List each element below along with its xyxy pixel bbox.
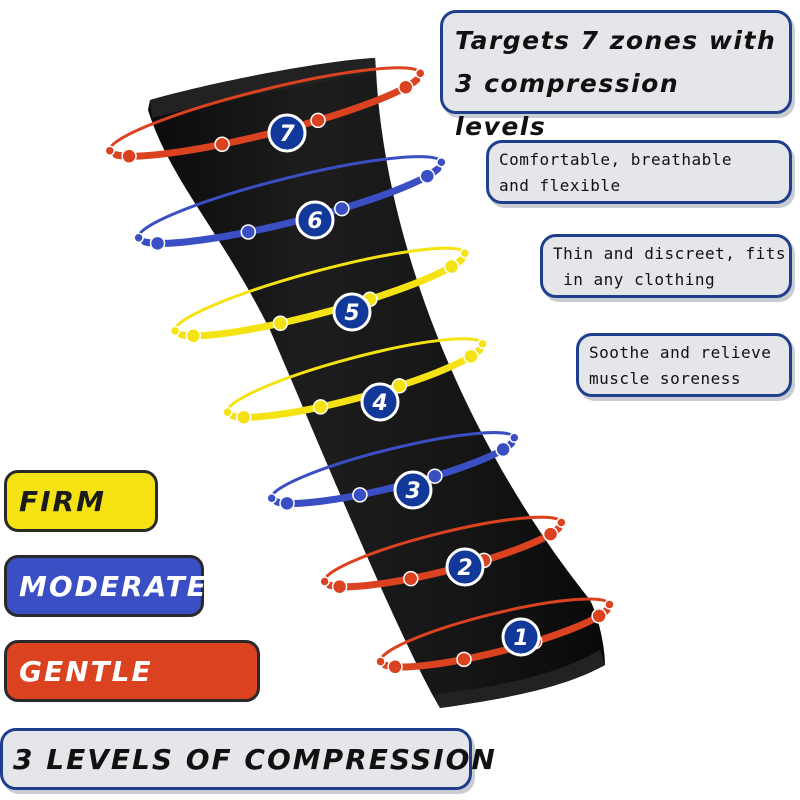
zone-number-label: 3: [405, 479, 420, 504]
level-gentle-pill: GENTLE: [4, 640, 260, 702]
headline-box: Targets 7 zones with 3 compression level…: [440, 10, 792, 141]
zone-ring-dot: [591, 608, 607, 624]
zone-number-label: 5: [344, 301, 359, 326]
zone-ring-dot: [604, 599, 615, 610]
zone-ring-dot: [169, 325, 181, 337]
zone-ring-dot: [334, 200, 350, 217]
zone-ring-front-band: [177, 255, 466, 340]
feature-line-1: Thin and discreet, fits: [553, 244, 787, 263]
zone-ring-dot: [331, 578, 348, 595]
zone-ring-dot: [352, 487, 368, 503]
zone-ring-dot: [391, 378, 408, 394]
zone-ring-dot: [419, 168, 436, 184]
zone-ring-dot: [436, 157, 447, 168]
zone-ring-dot: [443, 258, 460, 275]
zone-ring-dot: [414, 68, 426, 79]
zone-6-ring: 6: [133, 155, 447, 252]
feature-box-breathable: Comfortable, breathable and flexible: [486, 140, 792, 204]
zone-ring-dot: [459, 247, 471, 259]
zone-ring-dot: [279, 495, 295, 512]
zone-ring-dot: [266, 492, 277, 504]
zone-ring-dot: [272, 315, 289, 332]
feature-line-1: Comfortable, breathable: [499, 150, 733, 169]
zone-7-ring: 7: [104, 66, 426, 164]
zone-number-badge: [445, 547, 485, 587]
zone-ring-dot: [222, 406, 233, 418]
sleeve-top-cuff: [150, 58, 376, 118]
zone-number-label: 1: [513, 626, 528, 651]
zone-ring-dot: [477, 338, 488, 350]
zone-number-label: 6: [307, 209, 322, 234]
zone-2-ring: 2: [319, 515, 567, 595]
zone-3-ring: 3: [266, 431, 520, 512]
zone-number-badge: [360, 382, 400, 422]
zone-ring-front-band: [229, 346, 484, 421]
zone-ring-dot: [456, 651, 472, 668]
zone-1-ring: 1: [375, 597, 615, 675]
zone-ring-dot: [240, 224, 257, 240]
sleeve-bottom-cuff: [434, 650, 605, 708]
zone-number-label: 2: [457, 556, 472, 581]
zone-ring-dot: [375, 656, 386, 667]
feature-line-1: Soothe and relieve: [589, 343, 772, 362]
zone-number-badge: [332, 292, 372, 332]
zone-ring-dot: [185, 328, 202, 344]
zone-ring-dot: [104, 145, 116, 156]
zone-ring-dot: [542, 526, 559, 542]
zone-5-ring: 5: [169, 246, 471, 344]
level-firm-pill: FIRM: [4, 470, 158, 532]
zone-ring-dot: [310, 112, 326, 129]
headline-line-2: 3 compression levels: [455, 69, 680, 141]
feature-line-2: in any clothing: [553, 270, 716, 289]
zone-ring-dot: [397, 79, 414, 95]
feature-box-soothe: Soothe and relieve muscle soreness: [576, 333, 792, 397]
zone-ring-dot: [319, 576, 330, 587]
zone-ring-dot: [463, 348, 479, 365]
zone-number-badge: [393, 470, 433, 510]
zone-ring-front-band: [381, 606, 611, 671]
zone-4-ring: 4: [222, 337, 488, 425]
zone-ring-dot: [235, 409, 252, 425]
zone-ring-dot: [495, 441, 511, 458]
zone-ring-dot: [133, 232, 144, 243]
zone-ring-dot: [509, 432, 520, 444]
compression-levels-banner: 3 LEVELS OF COMPRESSION: [0, 728, 495, 790]
level-moderate-pill: MODERATE: [4, 555, 206, 617]
headline-line-1: Targets 7 zones with: [455, 26, 777, 55]
zone-number-badge: [295, 200, 335, 240]
zone-number-badge: [267, 113, 307, 153]
zone-ring-dot: [556, 517, 567, 528]
zone-number-label: 4: [371, 391, 387, 416]
zone-ring-dot: [427, 468, 443, 484]
feature-box-discreet: Thin and discreet, fits in any clothing: [540, 234, 792, 298]
zone-ring-dot: [214, 136, 230, 153]
zone-ring-dot: [149, 235, 166, 252]
zone-ring-dot: [403, 570, 419, 587]
zone-ring-dot: [312, 399, 329, 415]
zone-ring-dot: [121, 148, 137, 164]
feature-line-2: and flexible: [499, 176, 621, 195]
zone-ring-front-band: [141, 165, 442, 247]
zone-number-label: 7: [279, 122, 295, 147]
zone-number-badge: [501, 617, 541, 657]
feature-line-2: muscle soreness: [589, 369, 741, 388]
zone-ring-dot: [387, 659, 403, 675]
